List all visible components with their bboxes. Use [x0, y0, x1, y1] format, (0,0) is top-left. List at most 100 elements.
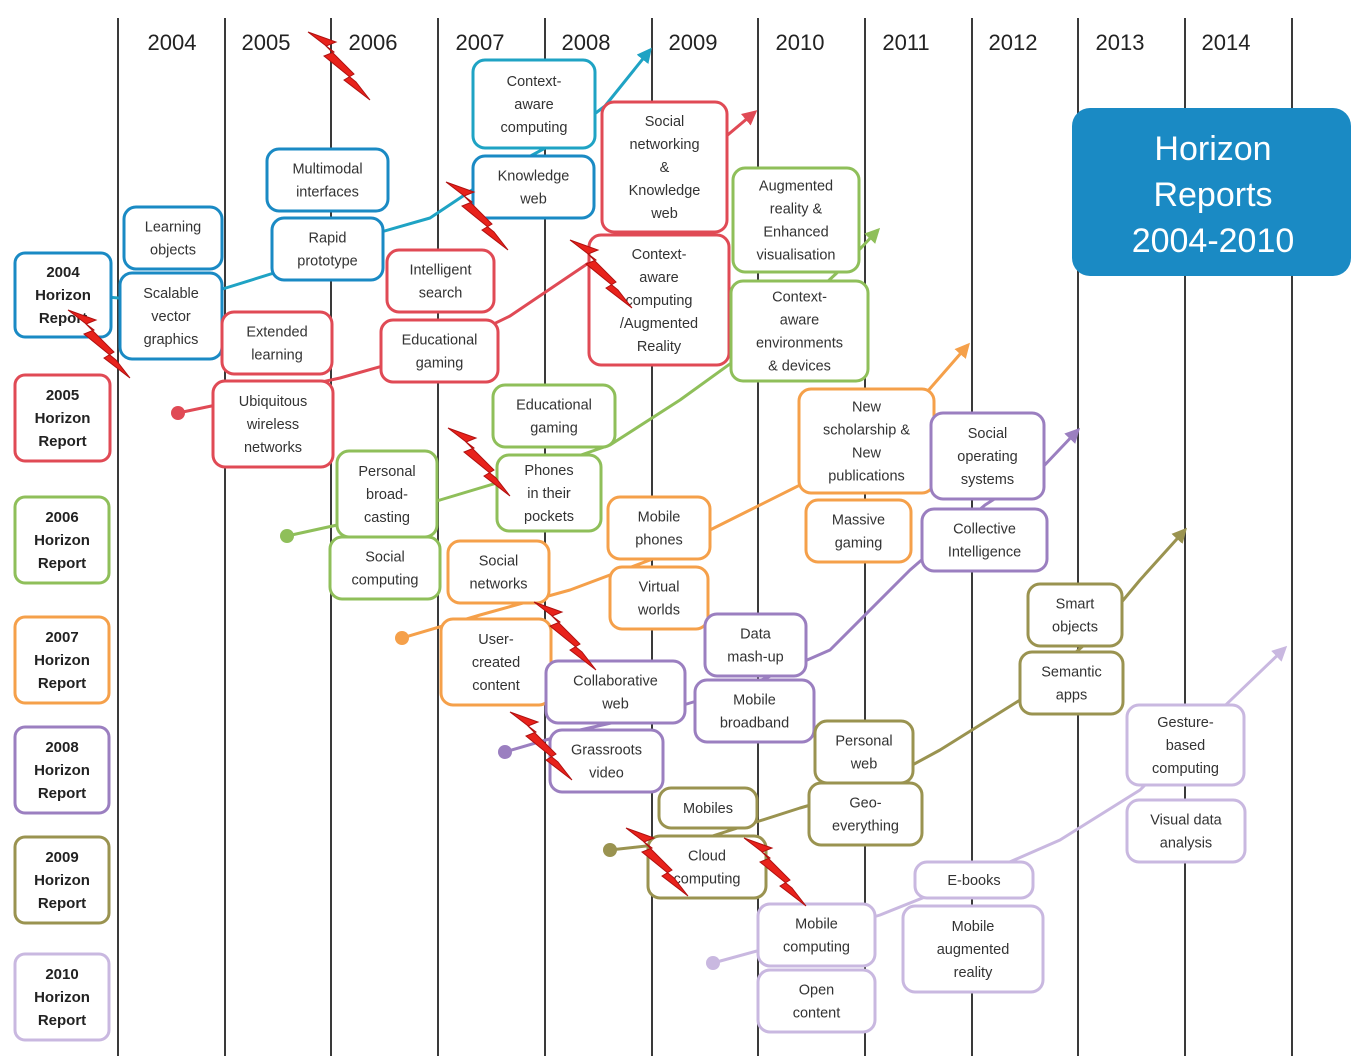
box-label-line: content: [793, 1006, 841, 1022]
tech-box-frame: [600, 100, 729, 234]
tech-box-frame: [913, 860, 1035, 900]
lightning-bolt-icon: [67, 309, 131, 379]
report-box-frame: [13, 373, 112, 463]
box-label-line: computing: [1152, 761, 1219, 777]
box-label-line: Collective: [953, 522, 1016, 538]
box-label-line: based: [1166, 738, 1206, 754]
box-label-line: Multimodal: [292, 162, 362, 178]
tech-box-frame: [446, 539, 551, 605]
box-label-line: Enhanced: [763, 225, 828, 241]
flow-2006-start-dot: [280, 529, 294, 543]
box-label-line: Report: [38, 1012, 86, 1029]
box-label-line: 2010: [45, 966, 78, 983]
tech-box-educational-gaming-2006: Educational gaming: [491, 383, 617, 449]
box-label-line: 2006: [45, 509, 78, 526]
tech-box-frame: [608, 565, 710, 631]
tech-box-frame: [756, 968, 877, 1034]
year-label: 2004: [148, 30, 197, 55]
box-label-line: Collaborative: [573, 674, 658, 690]
tech-box-frame: [385, 248, 496, 314]
year-label: 2010: [776, 30, 825, 55]
tech-box-frame: [544, 659, 687, 725]
year-label: 2013: [1096, 30, 1145, 55]
lightning-bolt-icon: [307, 31, 371, 101]
title-line: 2004-2010: [1132, 222, 1295, 260]
box-label-line: augmented: [937, 942, 1010, 958]
box-label-line: Horizon: [35, 410, 91, 427]
box-label-line: apps: [1056, 688, 1087, 704]
title-line: Horizon: [1154, 130, 1271, 168]
box-label-line: Horizon: [34, 762, 90, 779]
box-label-line: Personal: [358, 464, 415, 480]
tech-box-frame: [1125, 798, 1247, 864]
box-label-line: 2007: [45, 629, 78, 646]
box-label-line: Phones: [524, 463, 573, 479]
box-label-line: Horizon: [34, 872, 90, 889]
box-label-line: Educational: [516, 398, 592, 414]
tech-box-frame: [703, 612, 808, 678]
box-label-line: &: [660, 160, 670, 176]
tech-box-frame: [122, 205, 224, 271]
box-label-line: objects: [1052, 620, 1098, 636]
box-label-line: computing: [501, 120, 568, 136]
box-label-line: & devices: [768, 359, 831, 375]
lightning-markers: [67, 31, 807, 907]
tech-box-geo-everything: Geo-everything: [807, 781, 924, 847]
box-label-line: E-books: [947, 873, 1000, 889]
tech-box-mobiles: Mobiles: [657, 786, 759, 830]
tech-box-semantic-apps: Semantic apps: [1018, 650, 1125, 716]
box-label-line: Mobile: [952, 919, 995, 935]
box-label-line: Social: [479, 554, 519, 570]
box-label-line: gaming: [530, 421, 578, 437]
box-label-line: Semantic: [1041, 665, 1101, 681]
year-label: 2011: [882, 30, 929, 55]
box-label-line: Knowledge: [498, 169, 570, 185]
box-label-line: vector: [151, 309, 191, 325]
tech-box-e-books: E-books: [913, 860, 1035, 900]
box-label-line: Educational: [402, 333, 478, 349]
year-label: 2006: [349, 30, 398, 55]
box-label-line: 2008: [45, 739, 78, 756]
box-label-line: computing: [626, 293, 693, 309]
tech-box-frame: [471, 58, 597, 150]
box-label-line: computing: [674, 872, 741, 888]
box-label-line: 2004: [46, 264, 80, 281]
box-label-line: web: [850, 757, 878, 773]
flow-2009-start-dot: [603, 843, 617, 857]
box-label-line: broad-: [366, 487, 408, 503]
box-label-line: systems: [961, 472, 1014, 488]
box-label-line: networking: [629, 137, 699, 153]
box-label-line: computing: [783, 940, 850, 956]
lightning-bolt-icon: [743, 837, 807, 907]
box-label-line: publications: [828, 469, 905, 485]
tech-box-frame: [1026, 582, 1124, 648]
box-label-line: Context-: [632, 247, 687, 263]
box-label-line: reality &: [770, 202, 823, 218]
box-label-line: learning: [251, 348, 303, 364]
box-label-line: 2005: [46, 387, 79, 404]
tech-box-frame: [756, 902, 877, 968]
box-label-line: Cloud: [688, 849, 726, 865]
box-label-line: worlds: [637, 603, 680, 619]
box-label-line: Extended: [246, 325, 307, 341]
box-label-line: Horizon: [34, 652, 90, 669]
